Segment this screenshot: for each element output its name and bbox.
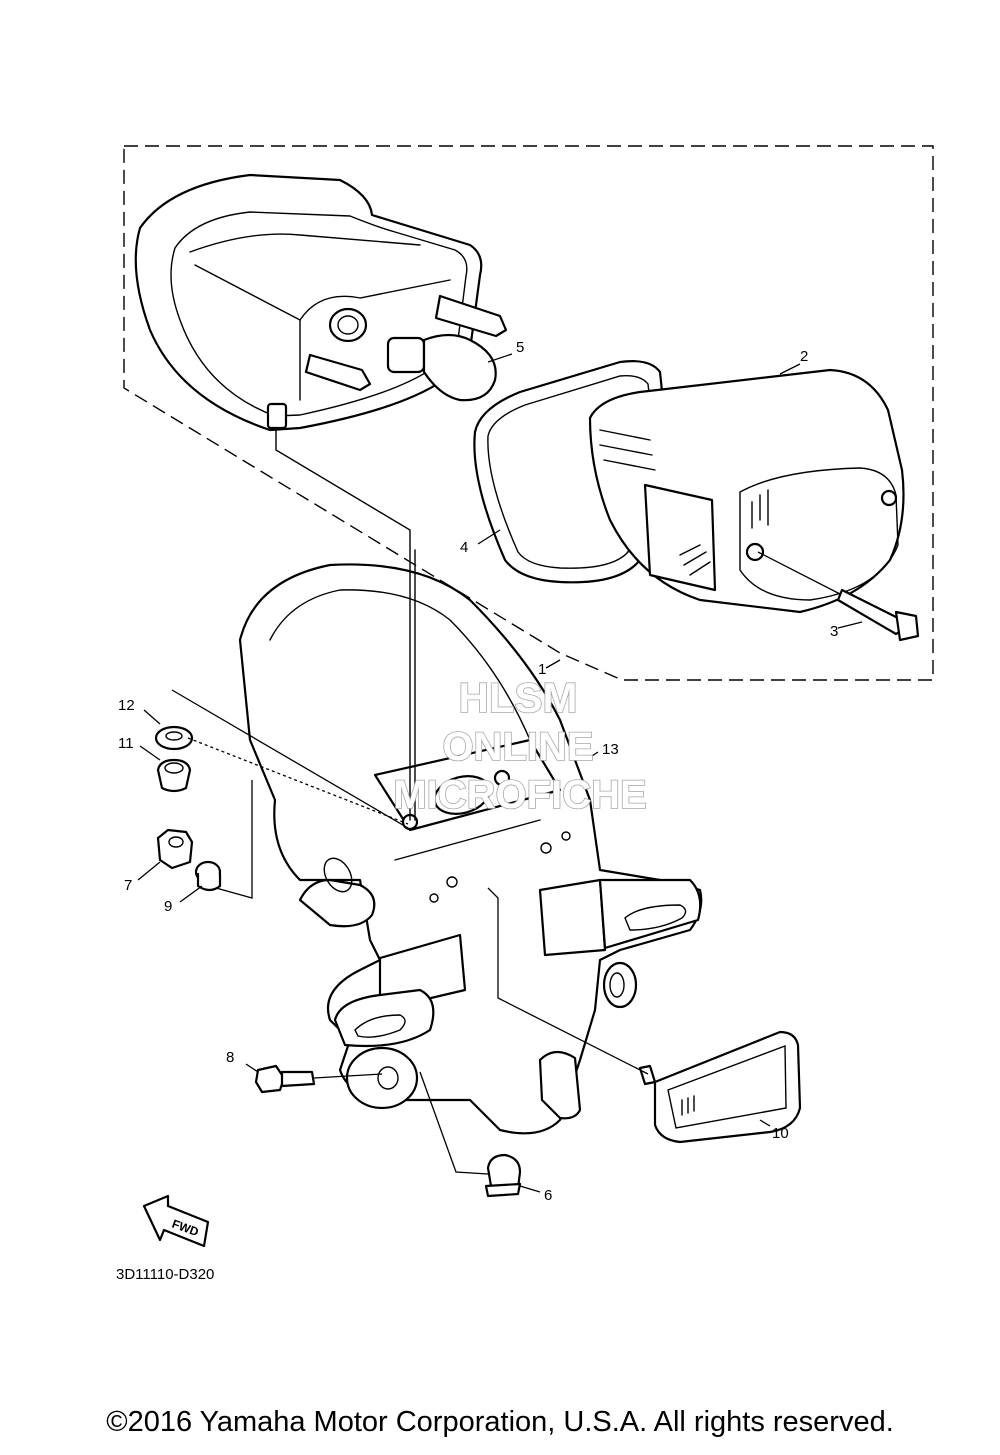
license-bracket — [238, 563, 703, 1135]
reflector — [638, 1030, 802, 1144]
nut-11 — [156, 758, 192, 793]
callout-13: 13 — [602, 741, 619, 758]
watermark-line2: ONLINE — [442, 725, 593, 769]
callout-2: 2 — [800, 348, 808, 365]
callout-11: 11 — [118, 735, 134, 752]
copyright-notice: ©2016 Yamaha Motor Corporation, U.S.A. A… — [106, 1406, 894, 1438]
callout-8: 8 — [226, 1049, 234, 1066]
callout-4: 4 — [460, 539, 468, 556]
watermark-line1: HLSM — [459, 674, 578, 721]
fwd-arrow-icon: FWD — [142, 1194, 210, 1248]
callout-1: 1 — [538, 661, 546, 678]
callout-5: 5 — [516, 339, 524, 356]
callout-10: 10 — [772, 1125, 789, 1142]
callout-3: 3 — [830, 623, 838, 640]
bulb — [386, 333, 497, 402]
collar-9 — [194, 860, 222, 892]
bolt-8 — [254, 1064, 316, 1094]
drawing-code: 3D11110-D320 — [116, 1266, 214, 1283]
assembly-boundary — [123, 145, 934, 681]
lens-screw — [836, 588, 920, 642]
callout-12: 12 — [118, 697, 135, 714]
watermark-line3: MICROFICHE — [393, 773, 646, 817]
cap-nut-6 — [484, 1153, 522, 1198]
callout-6: 6 — [544, 1187, 552, 1204]
wire — [275, 429, 411, 821]
callout-9: 9 — [164, 898, 172, 915]
taillight-lens — [588, 368, 905, 614]
nut-7 — [156, 828, 194, 870]
washer-12 — [154, 725, 194, 751]
callout-7: 7 — [124, 877, 132, 894]
